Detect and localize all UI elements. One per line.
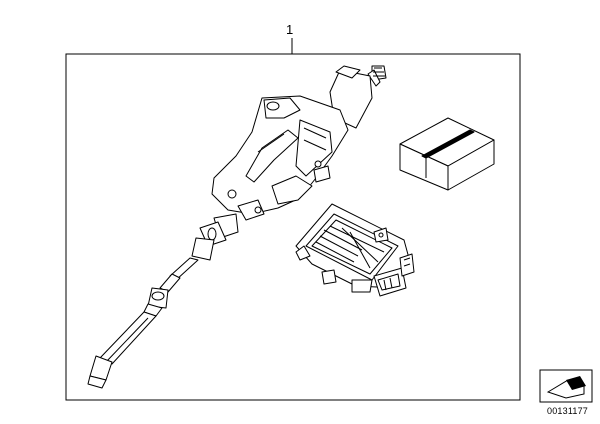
- image-number: 00131177: [547, 406, 588, 416]
- control-module: [295, 203, 415, 297]
- steering-column: [87, 65, 387, 389]
- callout-label-1: 1: [286, 22, 294, 37]
- part-placeholder-icon: [539, 369, 593, 403]
- assembly-frame: [65, 53, 521, 401]
- packaging-box: [399, 117, 495, 191]
